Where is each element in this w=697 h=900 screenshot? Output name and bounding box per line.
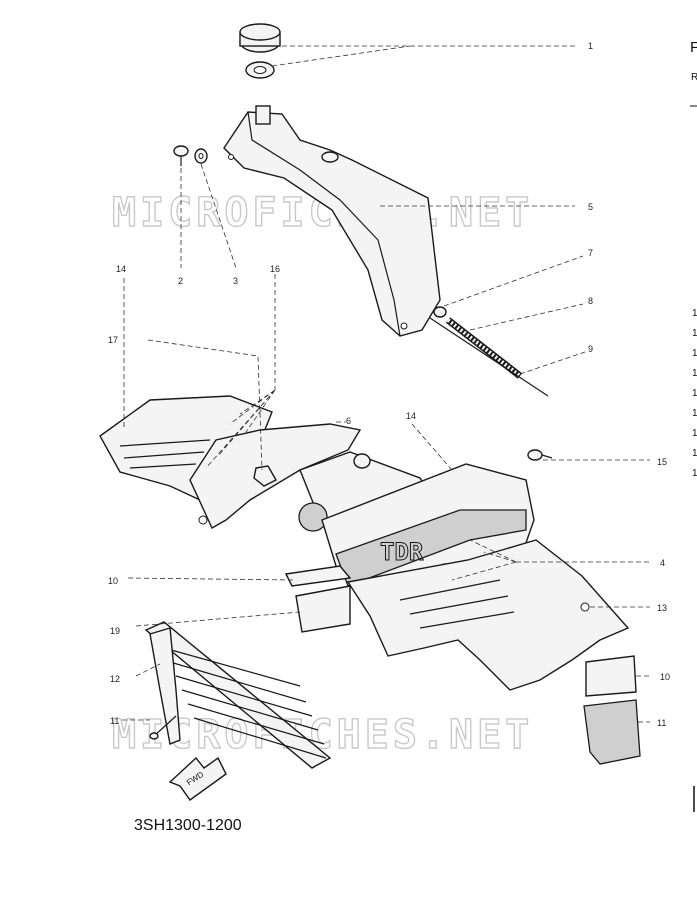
callout-19: 19 [110,626,120,636]
callout-7: 7 [588,248,593,258]
callout-13: 13 [657,603,667,613]
callout-2: 2 [178,276,183,286]
right-edge-text: F R 1 1 1 1 1 1 1 1 1 [690,39,697,812]
edge-row-7: 1 [692,428,697,439]
callout-11-right: 11 [657,718,666,728]
callout-15: 15 [657,457,667,467]
fwd-arrow: FWD [168,756,227,801]
callout-4: 4 [660,558,665,568]
damper [253,465,277,487]
callout-8: 8 [588,296,593,306]
cover-plate [284,565,352,633]
callout-14-center: 14 [406,411,416,421]
hose [445,317,523,379]
edge-row-5: 1 [692,388,697,399]
edge-row-1: 1 [692,308,697,319]
bolt-15 [527,449,553,461]
tank [223,105,441,337]
hose-clip [429,317,549,397]
callout-17: 17 [108,335,118,345]
edge-subheader: R [691,72,697,83]
decal-11 [583,699,641,765]
edge-row-3: 1 [692,348,697,359]
callout-14-left: 14 [116,264,126,274]
drawing-number: 3SH1300-1200 [134,817,242,834]
callout-9: 9 [588,344,593,354]
decal-10 [585,655,637,697]
tdr-emblem: TDR [380,538,424,566]
washer-3 [194,148,208,164]
callout-5: 5 [588,202,593,212]
screw-2 [173,145,189,166]
callout-6: 6 [346,416,351,426]
edge-row-2: 1 [692,328,697,339]
callout-16: 16 [270,264,280,274]
callout-10-right: 10 [660,672,670,682]
edge-header: F [690,39,697,56]
screw-11 [149,715,177,740]
callout-10-left: 10 [108,576,118,586]
callout-12: 12 [110,674,120,684]
edge-row-8: 1 [692,448,697,459]
rear-fender [346,539,630,691]
hose-fitting [433,306,447,318]
callout-1: 1 [588,41,593,51]
callouts: 1 2 3 5 7 8 9 14 16 6 14 17 10 19 12 11 … [108,41,670,728]
callout-3: 3 [233,276,238,286]
leader-lines [122,45,650,723]
callout-11-left: 11 [110,716,119,726]
edge-row-6: 1 [692,408,697,419]
grille [144,621,332,769]
edge-row-9: 1 [692,468,697,479]
tank-cap [239,23,281,79]
edge-row-4: 1 [692,368,697,379]
